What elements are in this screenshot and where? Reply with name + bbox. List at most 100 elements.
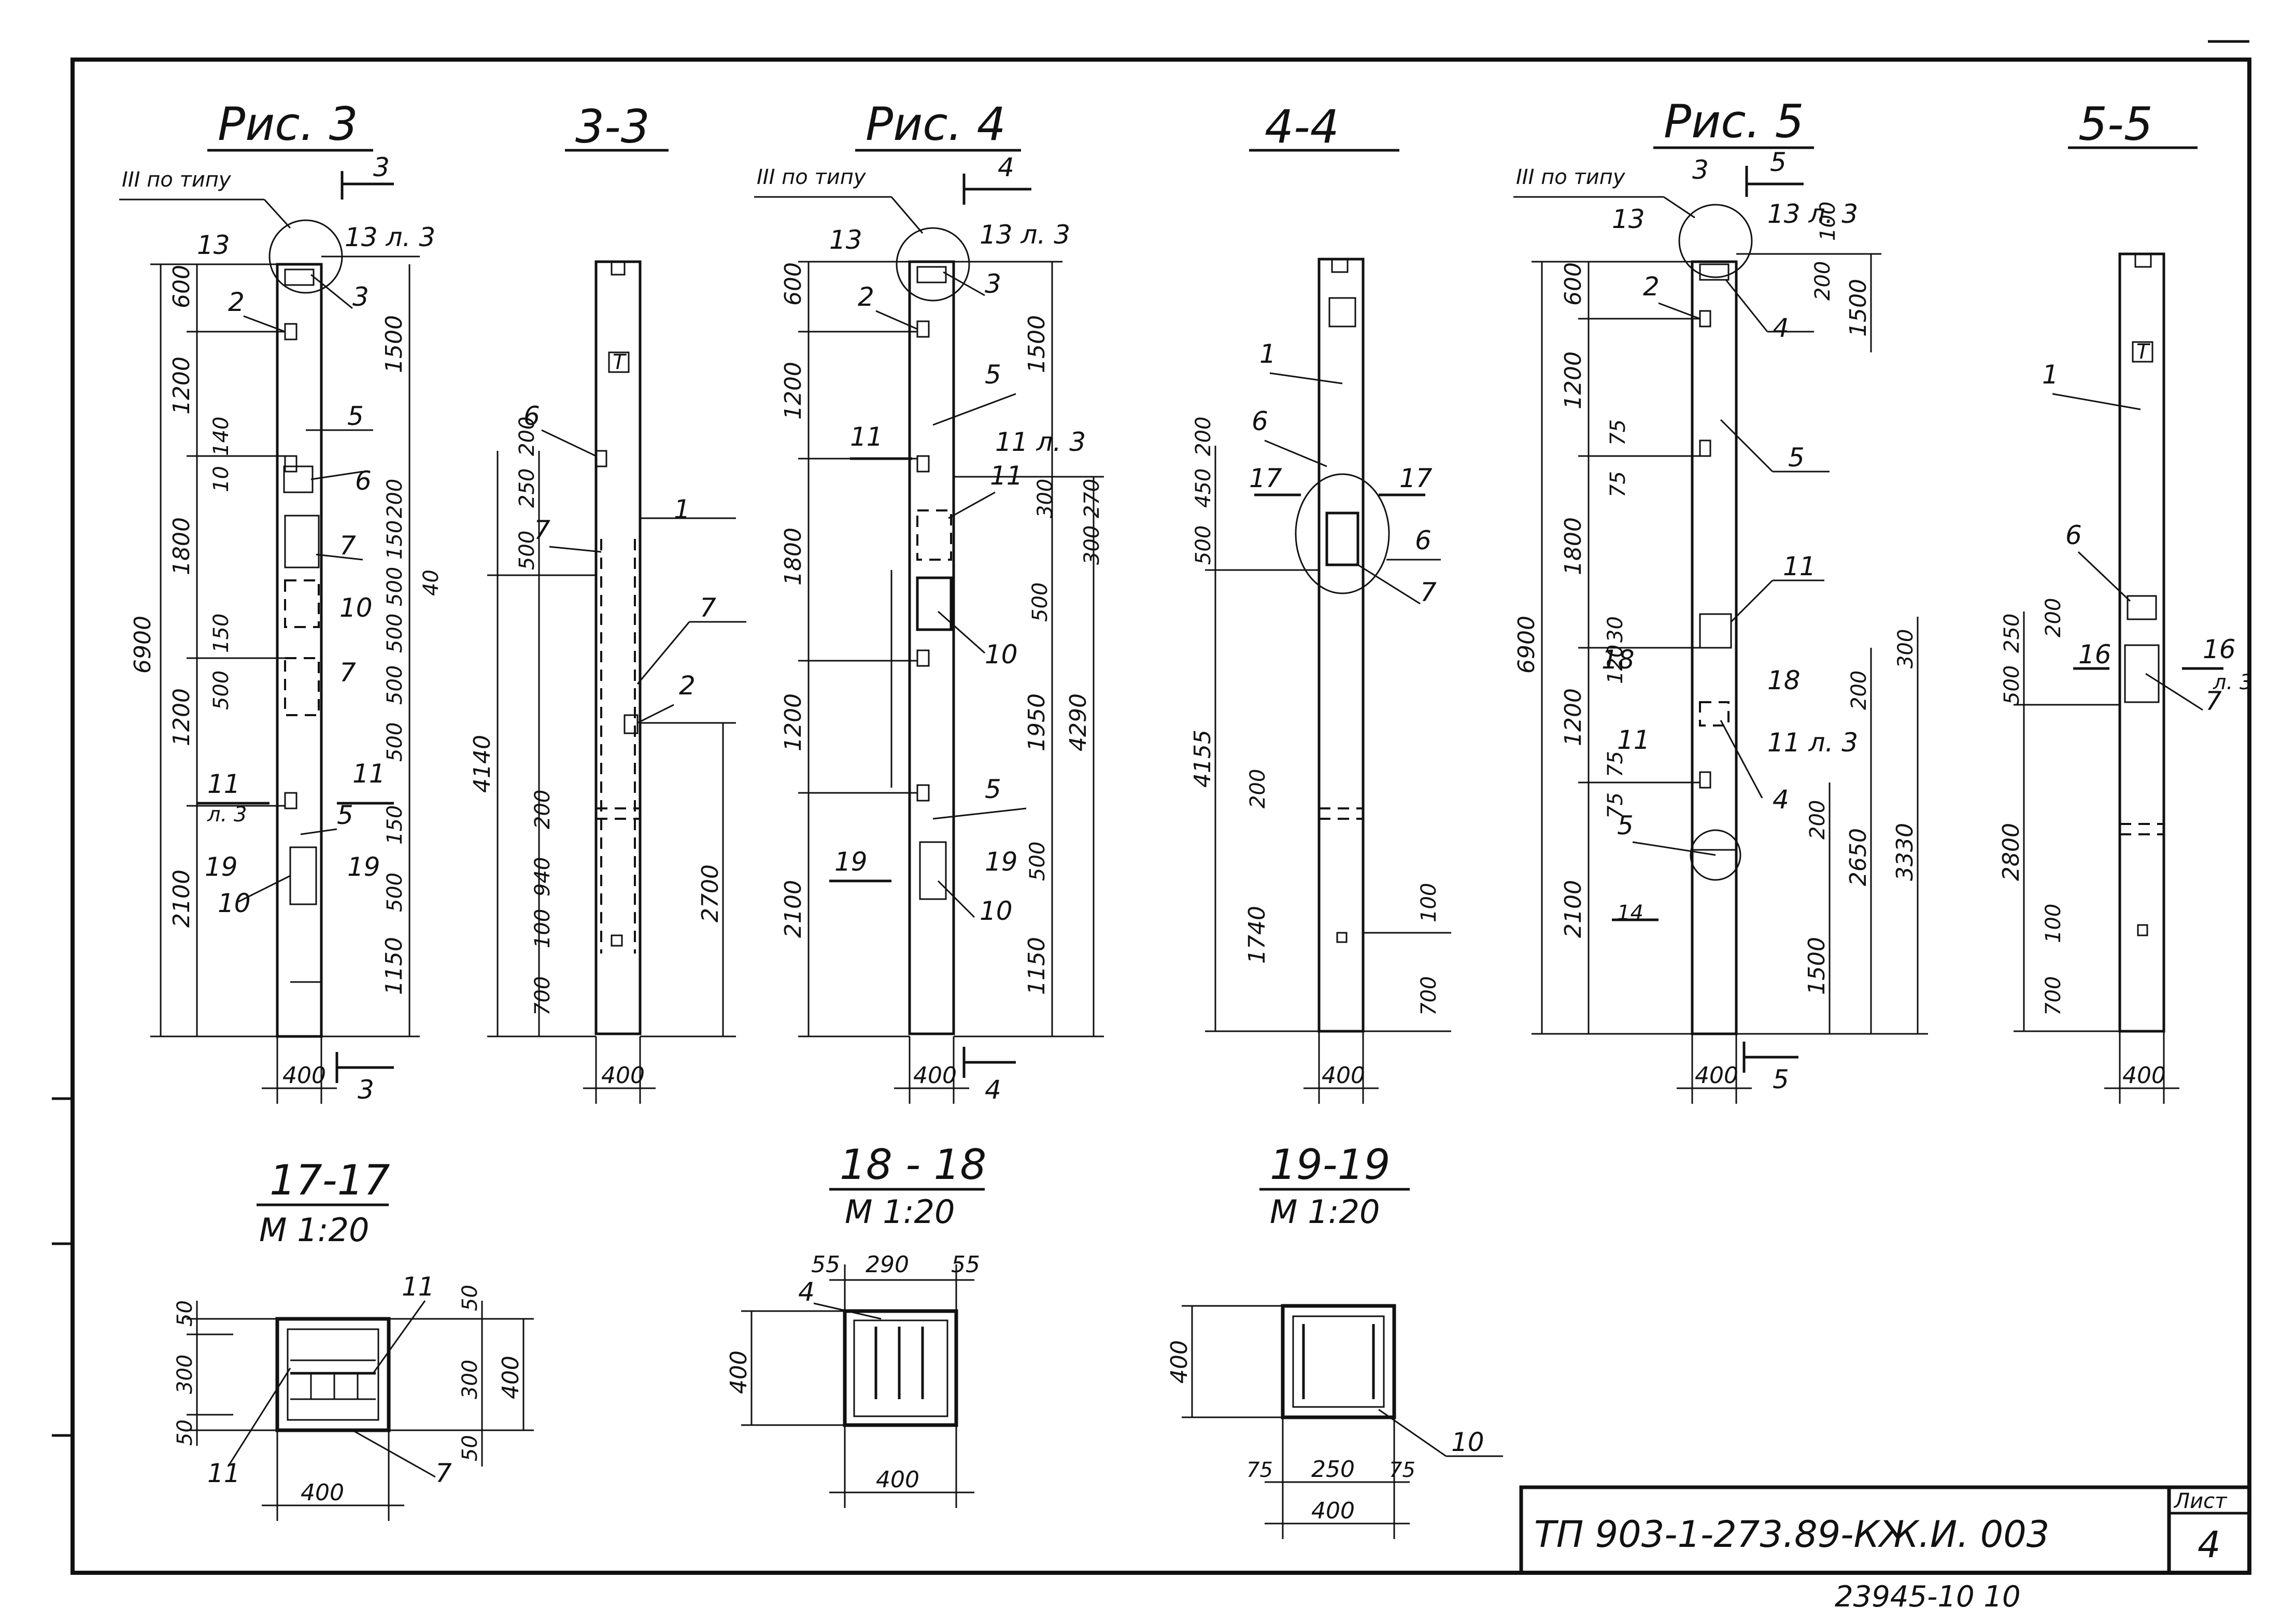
embed-plate: [595, 450, 607, 467]
dim: 75: [1606, 471, 1630, 497]
dim: 500: [2000, 665, 2024, 705]
dim: 150: [209, 614, 233, 653]
dim-width: 400: [1695, 1062, 1738, 1089]
leader: [1720, 419, 1774, 473]
section-mark: 13: [1612, 204, 1645, 234]
dim-width: 400: [282, 1062, 326, 1089]
opening-7: [2124, 644, 2160, 703]
dim: 200: [531, 790, 555, 829]
drawing-code: ТП 903-1-273.89-КЖ.И. 003: [1534, 1513, 2049, 1556]
leader: [813, 1302, 882, 1320]
leader: [1730, 579, 1774, 623]
dim: 2650: [1845, 828, 1872, 886]
dim: 40: [419, 570, 443, 596]
dim: 250: [2000, 614, 2024, 653]
dim: 4290: [1065, 693, 1092, 751]
section-18-18-scale: М 1:20: [845, 1193, 955, 1231]
dim: 200: [1806, 800, 1830, 840]
figure-4-title: Рис. 4: [866, 97, 1006, 151]
dim: 100: [1417, 883, 1441, 922]
leader: [637, 704, 674, 724]
dim: 200: [515, 417, 539, 456]
opening-7: [1325, 511, 1359, 566]
dim: 1200: [780, 362, 806, 420]
dim-width: 400: [2122, 1062, 2166, 1089]
dim: 1200: [1560, 351, 1586, 409]
section-outline: [275, 1317, 391, 1432]
leader: [932, 807, 1027, 820]
leader: [937, 880, 975, 918]
section-mark: 19: [205, 852, 238, 882]
opening: [1328, 297, 1356, 328]
dim: 300: [1080, 525, 1104, 565]
callout: 10: [1451, 1427, 1484, 1457]
leader: [310, 274, 353, 309]
callout: 5: [1788, 443, 1805, 473]
dim: 400: [1166, 1340, 1193, 1384]
dim: 400: [1311, 1498, 1355, 1524]
leader: [1658, 302, 1700, 320]
section-mark: 17: [1399, 463, 1433, 493]
dim: 200: [1847, 671, 1871, 710]
dim: 1950: [1024, 693, 1050, 751]
dim: 55: [951, 1251, 980, 1278]
title-block: ТП 903-1-273.89-КЖ.И. 003 Лист 4 23945-1…: [1519, 1485, 2251, 1614]
callout: 7: [339, 531, 356, 561]
dim: 500: [1028, 582, 1052, 622]
dim: 50: [173, 1300, 197, 1327]
column-cap: [916, 266, 947, 283]
embed-plate: [916, 649, 930, 667]
section-mark: 18: [1767, 665, 1801, 695]
section-mark: 11: [1617, 725, 1650, 755]
dim: 1150: [1024, 937, 1050, 995]
callout: 10: [985, 639, 1018, 670]
dim: 150: [383, 805, 407, 845]
callout: 6: [1252, 406, 1268, 436]
opening-7: [284, 515, 320, 568]
section-inner: [287, 1328, 379, 1421]
section-18-18-title: 18 - 18: [840, 1141, 986, 1189]
dim: 50: [458, 1435, 482, 1461]
dim: 2700: [697, 864, 724, 922]
note-leader: [263, 198, 291, 229]
dim: 75: [1604, 792, 1627, 819]
leader: [1632, 841, 1716, 856]
dim-width: 400: [913, 1062, 957, 1089]
section-mark: 16: [2078, 639, 2111, 670]
sheet-number: 4: [2198, 1524, 2221, 1566]
section-arrow-label: 3: [358, 1075, 374, 1105]
callout: 11: [1783, 551, 1816, 581]
figure-5: Рис. 5 III по типу 3 5 6900 600 1200 75 …: [1513, 95, 1928, 1104]
column-body: [1317, 258, 1365, 1033]
callout: 4: [798, 1277, 815, 1307]
dim: 450: [1192, 468, 1215, 508]
section-17-17: 17-17 М 1:20 50 300 50 50 300 400 50 400…: [173, 1156, 534, 1521]
leader: [549, 546, 602, 553]
dim: 3330: [1892, 823, 1918, 881]
section-mark: 11 л. 3: [1767, 728, 1858, 758]
section-4-4: 4-4 200 450 500 4155 200 1740 100 700 1 …: [1189, 100, 1451, 1104]
section-mark: 13: [829, 225, 862, 255]
section-inner: [1292, 1315, 1385, 1408]
t-badge-label: Т: [613, 350, 627, 374]
callout: 7: [2205, 686, 2222, 716]
callout: 7: [339, 658, 356, 688]
dim: 940: [531, 857, 555, 897]
detail-ellipse: [1295, 473, 1390, 594]
dim: 600: [780, 262, 806, 306]
embed-plate: [916, 320, 930, 338]
callout: 4: [1773, 785, 1789, 815]
opening-6: [2127, 595, 2157, 620]
dim: 50: [173, 1419, 197, 1446]
opening-6: [283, 465, 314, 493]
embed-plate: [1699, 771, 1711, 789]
mark: [2137, 924, 2148, 936]
dim: 1500: [381, 315, 407, 373]
dim-width: 400: [1322, 1062, 1365, 1089]
callout: 2: [858, 282, 874, 312]
dim: 600: [168, 265, 195, 308]
figure-3-note: III по типу: [122, 168, 232, 192]
figure-4: Рис. 4 III по типу 4 600 1200 1800 1200 …: [754, 97, 1104, 1105]
